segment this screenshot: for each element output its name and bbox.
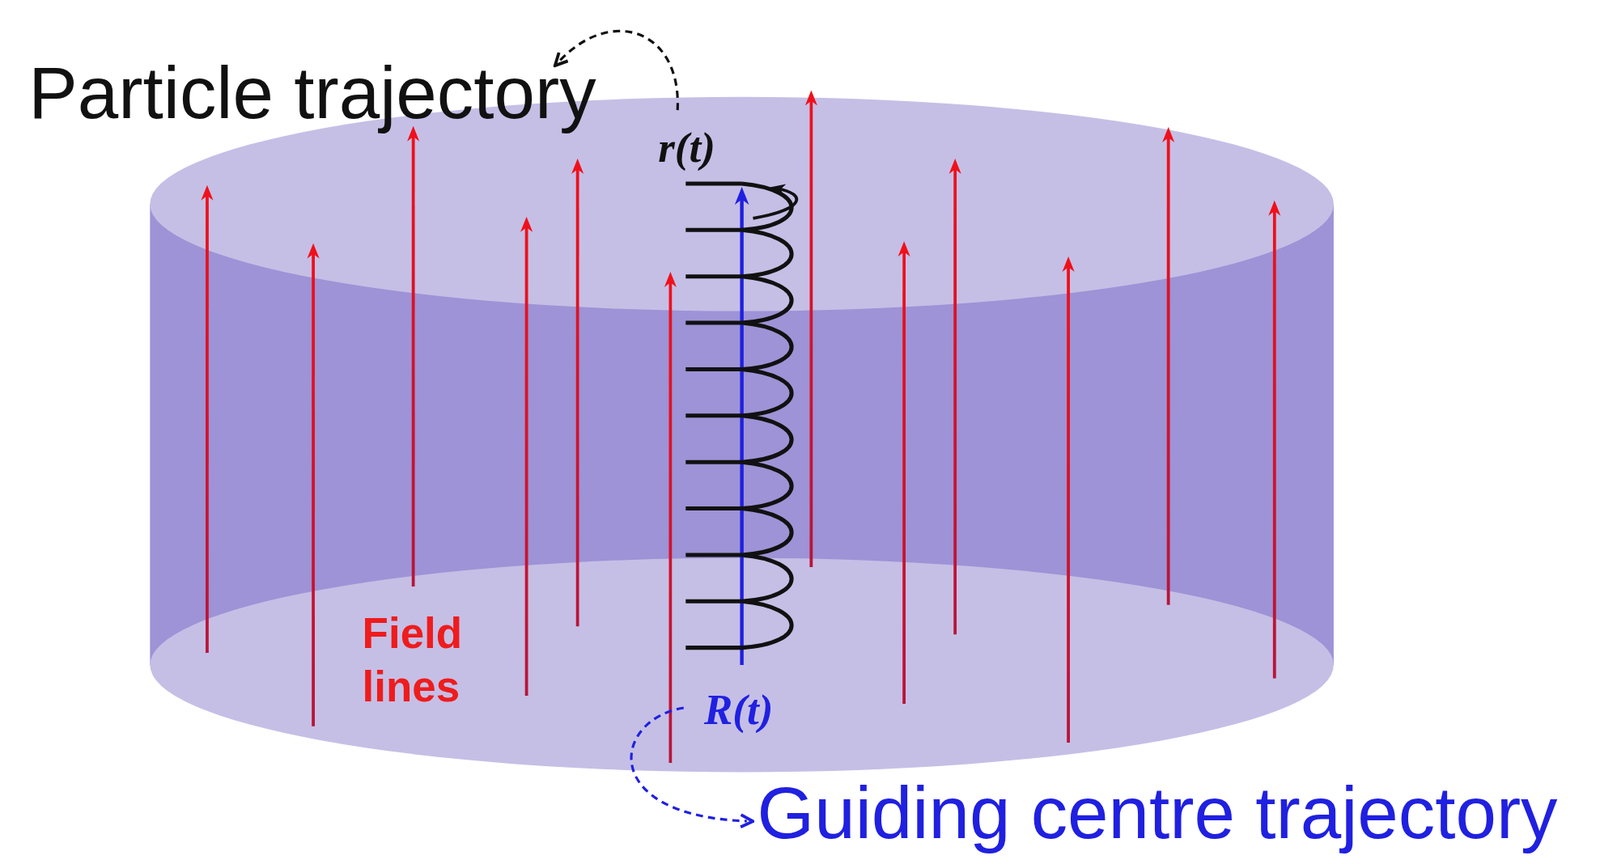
callout-label: Particle trajectory — [28, 53, 596, 135]
field-label: Field lines — [362, 606, 496, 714]
callout-label: Guiding centre trajectory — [757, 773, 1558, 855]
symbol-label: R(t) — [704, 687, 773, 735]
field-line — [311, 250, 315, 727]
field-line — [668, 279, 672, 764]
field-line — [576, 166, 580, 628]
field-line — [411, 133, 416, 587]
field-line — [205, 192, 209, 654]
field-line — [902, 249, 906, 705]
guiding-axis — [739, 195, 743, 666]
field-line — [809, 97, 813, 568]
field-line — [1273, 207, 1277, 679]
helix — [685, 183, 792, 649]
field-line — [953, 166, 957, 636]
field-line — [525, 224, 529, 697]
symbol-label: r(t) — [657, 124, 716, 172]
field-lines — [207, 97, 1275, 764]
gyration-arrow — [752, 188, 797, 219]
field-line — [1167, 134, 1171, 605]
field-line — [1066, 264, 1070, 743]
